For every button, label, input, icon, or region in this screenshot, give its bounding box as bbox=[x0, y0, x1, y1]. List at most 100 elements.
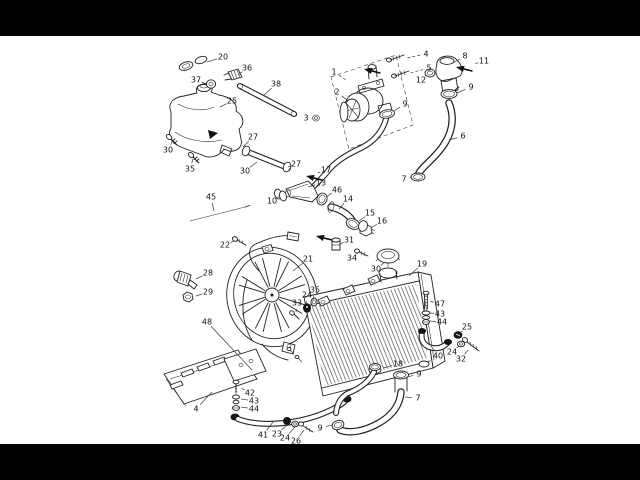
part-number-label: 18 bbox=[393, 360, 403, 369]
part-number-label: 47 bbox=[435, 300, 445, 309]
callout-leader-line bbox=[266, 421, 274, 431]
fan-wire bbox=[249, 231, 300, 272]
part-number-label: 27 bbox=[248, 133, 258, 142]
callout-leader-line bbox=[240, 398, 249, 401]
callout-leader-line bbox=[199, 391, 213, 405]
fan-mount-screw bbox=[294, 354, 300, 360]
part-number-label: 30 bbox=[240, 167, 250, 176]
cooling-fan bbox=[226, 243, 318, 363]
direction-arrow-icon bbox=[456, 65, 473, 73]
bleed-screw-stack bbox=[421, 290, 431, 325]
fan-blade-edge bbox=[275, 261, 289, 288]
vent-elbow-hose bbox=[418, 328, 452, 352]
direction-arrow-icon bbox=[306, 174, 323, 182]
part-number-label: 41 bbox=[258, 431, 268, 440]
callout-leader-line bbox=[195, 293, 203, 297]
part-number-label: 26 bbox=[291, 437, 301, 446]
part-number-label: 35 bbox=[185, 165, 195, 174]
washer-24 bbox=[456, 340, 466, 348]
elbow-fitting bbox=[223, 68, 243, 81]
callout-leader-line bbox=[409, 69, 424, 74]
part-number-label: 19 bbox=[417, 260, 427, 269]
part-number-label: 16 bbox=[377, 217, 387, 226]
part-number-label: 29 bbox=[203, 288, 213, 297]
part-number-label: 9 bbox=[317, 424, 322, 433]
callout-leader-line bbox=[292, 262, 304, 272]
washer bbox=[279, 190, 287, 202]
fan-blade-edge bbox=[279, 296, 306, 306]
callout-leader-line bbox=[425, 74, 428, 77]
part-number-label: 44 bbox=[437, 318, 447, 327]
part-number-label: 30 bbox=[371, 265, 381, 274]
callout-leader-line bbox=[237, 71, 243, 76]
part-number-label: 40 bbox=[433, 352, 443, 361]
part-number-label: 14 bbox=[343, 195, 353, 204]
lower-formed-pipe bbox=[230, 395, 352, 427]
part-number-label: 3 bbox=[303, 114, 308, 123]
fan-blades bbox=[238, 257, 306, 333]
part-number-label: 25 bbox=[462, 323, 472, 332]
bottom-bolt-set bbox=[283, 417, 314, 433]
hose-clamp-7 bbox=[410, 172, 426, 182]
reservoir-hose bbox=[241, 145, 292, 173]
part-number-label: 10 bbox=[267, 197, 277, 206]
callout-leader-line bbox=[406, 375, 414, 378]
fan-blade-edge bbox=[254, 261, 269, 288]
part-number-label: 21 bbox=[303, 255, 313, 264]
part-number-label: 8 bbox=[462, 52, 467, 61]
callout-leader-line bbox=[358, 216, 366, 222]
callout-leader-line bbox=[170, 141, 173, 145]
callout-leader-line bbox=[341, 95, 349, 102]
part-number-label: 9 bbox=[416, 370, 421, 379]
callout-leader-line bbox=[464, 349, 469, 355]
part-number-label: 6 bbox=[460, 132, 465, 141]
callout-leader-line bbox=[288, 426, 296, 434]
part-number-label: 7 bbox=[415, 394, 420, 403]
part-number-label: 35 bbox=[310, 286, 320, 295]
fan-blade-edge bbox=[278, 275, 302, 291]
fan-blade-edge bbox=[279, 284, 306, 293]
part-number-label: 12 bbox=[416, 76, 426, 85]
callout-leader-line bbox=[240, 387, 245, 391]
part-number-label: 4 bbox=[193, 405, 198, 414]
overflow-tube bbox=[236, 83, 298, 117]
callout-leader-line bbox=[312, 295, 315, 301]
rod-45 bbox=[189, 205, 251, 222]
part-number-label: 25 bbox=[227, 97, 237, 106]
part-number-label: 17 bbox=[321, 166, 331, 175]
fan-blade-edge bbox=[262, 303, 271, 333]
part-number-label: 30 bbox=[163, 146, 173, 155]
hose-clamp bbox=[241, 145, 251, 157]
letterbox-top bbox=[0, 0, 640, 36]
radiator-mount-fasteners bbox=[289, 297, 318, 320]
part-number-label: 2 bbox=[334, 88, 339, 97]
callout-leader-line bbox=[325, 424, 333, 427]
pump-bolts bbox=[386, 54, 410, 79]
callout-leader-line bbox=[409, 176, 413, 178]
callout-leader-line bbox=[230, 240, 235, 243]
part-number-label: 9 bbox=[468, 83, 473, 92]
radiator-filler-neck bbox=[378, 267, 398, 283]
part-number-label: 5 bbox=[426, 64, 431, 73]
radiator-cap bbox=[375, 248, 401, 267]
fitting-stack-42-43-44 bbox=[232, 379, 240, 411]
callout-leader-line bbox=[317, 171, 321, 174]
letterbox-bottom bbox=[0, 444, 640, 480]
callout-leader-line bbox=[393, 106, 401, 112]
callout-leader-line bbox=[382, 365, 393, 369]
callout-leader-line bbox=[191, 158, 194, 164]
part-number-label: 13 bbox=[316, 179, 326, 188]
callout-leader-line bbox=[210, 326, 253, 371]
callout-leader-line bbox=[338, 203, 345, 210]
part-number-label: 15 bbox=[365, 209, 375, 218]
callout-leader-line bbox=[195, 275, 203, 280]
radiator-top-tabs bbox=[317, 274, 381, 307]
reservoir-cap-seal bbox=[178, 55, 208, 71]
callout-leader-line bbox=[404, 396, 413, 398]
fan-blade-edge bbox=[278, 298, 303, 314]
fan-blade-edge bbox=[273, 257, 282, 287]
callout-leader-line bbox=[429, 320, 437, 322]
